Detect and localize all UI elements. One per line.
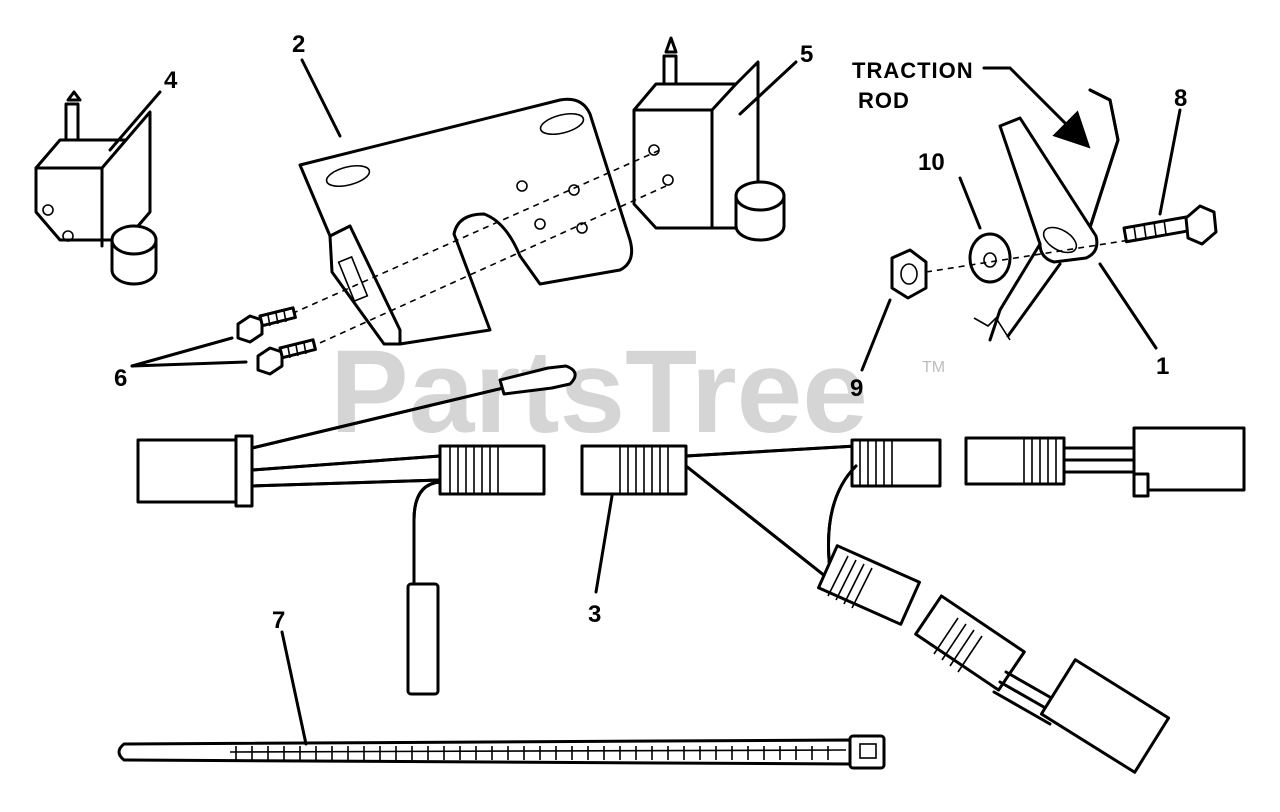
leader-lines (108, 58, 1182, 746)
part-8-bolt (1122, 204, 1218, 246)
part-9-nut (890, 248, 928, 300)
label-traction: TRACTION (852, 58, 974, 83)
callout-5: 5 (800, 41, 813, 68)
part-3-harness (136, 364, 1246, 774)
trademark-mark: TM (922, 359, 945, 376)
part-7-cable-tie (117, 734, 886, 770)
label-rod: ROD (858, 88, 910, 113)
callout-7: 7 (272, 607, 285, 634)
callout-9: 9 (850, 375, 863, 402)
callout-2: 2 (292, 31, 305, 58)
callout-3: 3 (588, 601, 601, 628)
part-4-switch (34, 90, 158, 286)
callout-4: 4 (164, 67, 178, 94)
dash-line-rod (925, 239, 1131, 273)
traction-rod (1084, 88, 1120, 242)
part-1-lever (973, 116, 1099, 342)
callout-6: 6 (114, 365, 127, 392)
dash-line-upper (281, 149, 661, 319)
part-5-switch (632, 36, 786, 242)
callout-8: 8 (1174, 85, 1187, 112)
part-6-screws (236, 306, 317, 376)
callout-1: 1 (1156, 353, 1169, 380)
callout-10: 10 (918, 149, 945, 176)
dash-line-lower (299, 185, 667, 353)
watermark-text: PartsTree (330, 326, 868, 458)
part-10-washer (968, 232, 1012, 284)
part-2-bracket (298, 97, 634, 346)
